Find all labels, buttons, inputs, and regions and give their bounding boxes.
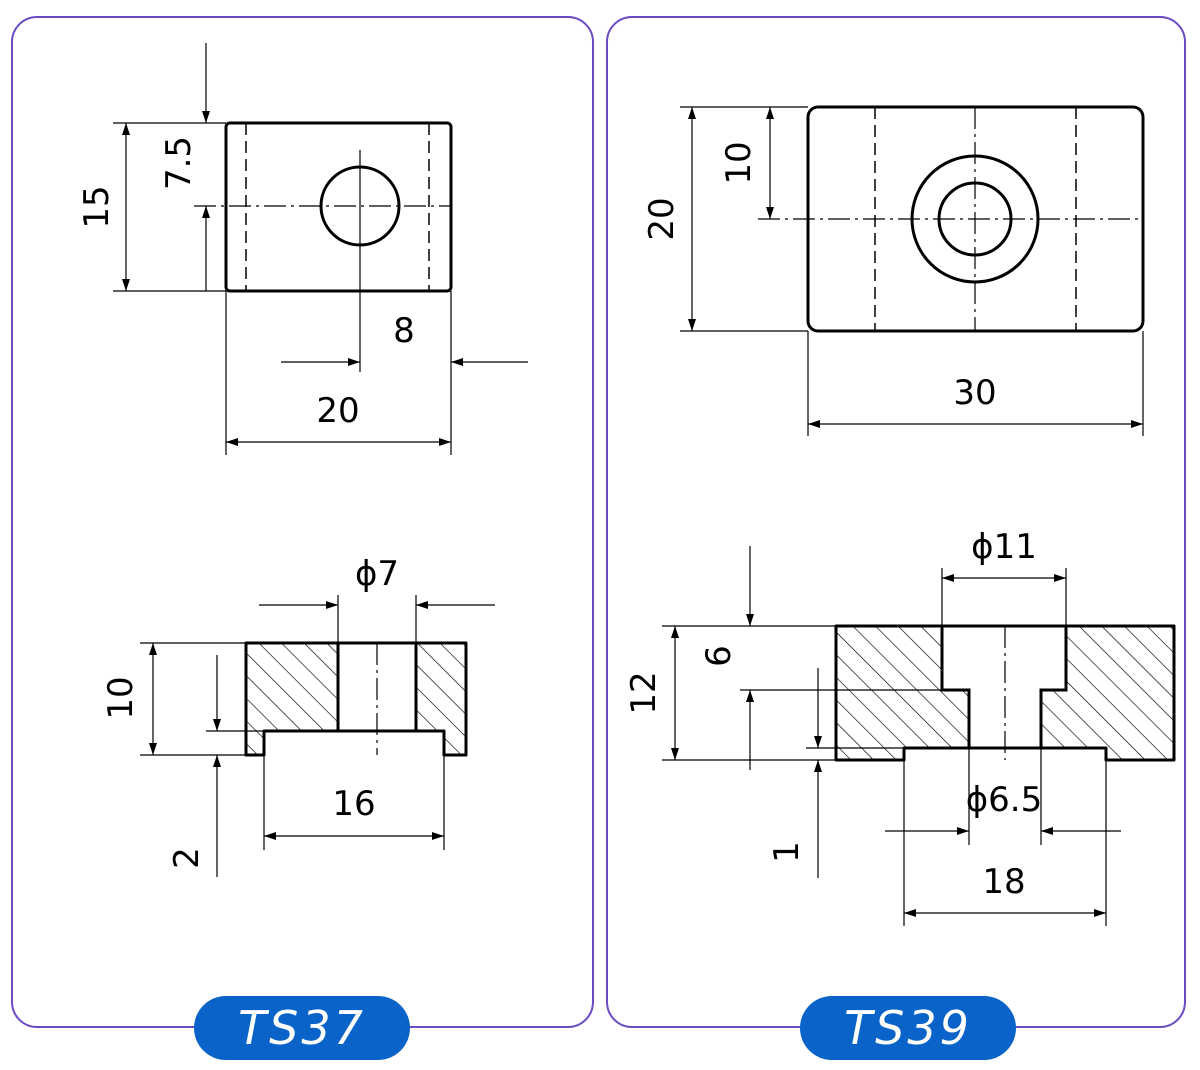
- ts39-dim-bore: ϕ6.5: [966, 780, 1043, 820]
- ts37-dim-20: 20: [316, 391, 359, 431]
- ts39-dim-10: 10: [719, 141, 759, 184]
- ts37-dim-10: 10: [101, 676, 141, 719]
- ts39-dim-20: 20: [642, 197, 682, 240]
- ts37-dim-7-5: 7.5: [159, 136, 199, 190]
- ts39-dim-6: 6: [699, 645, 739, 667]
- ts37-section-view: [140, 595, 495, 877]
- ts37-dim-8: 8: [393, 311, 415, 351]
- ts37-dim-2: 2: [167, 847, 207, 869]
- ts37-top-outline: [224, 121, 453, 293]
- ts39-dim-counterbore: ϕ11: [971, 527, 1037, 567]
- ts37-dim-16: 16: [332, 784, 375, 824]
- ts37-dim-bore: ϕ7: [355, 554, 399, 594]
- ts39-section-view: [662, 546, 1176, 926]
- ts37-label-badge: TS37: [194, 996, 410, 1060]
- ts37-dim-15: 15: [77, 185, 117, 228]
- ts39-dim-30: 30: [953, 373, 996, 413]
- panel-ts39: [606, 16, 1186, 1028]
- ts39-top-view: [680, 105, 1145, 436]
- ts37-top-view: [113, 43, 528, 455]
- ts39-dim-18: 18: [982, 862, 1025, 902]
- ts39-label-badge: TS39: [800, 996, 1016, 1060]
- ts39-dim-12: 12: [624, 671, 664, 714]
- panel-ts37: [11, 16, 594, 1028]
- ts39-dim-1: 1: [767, 841, 807, 863]
